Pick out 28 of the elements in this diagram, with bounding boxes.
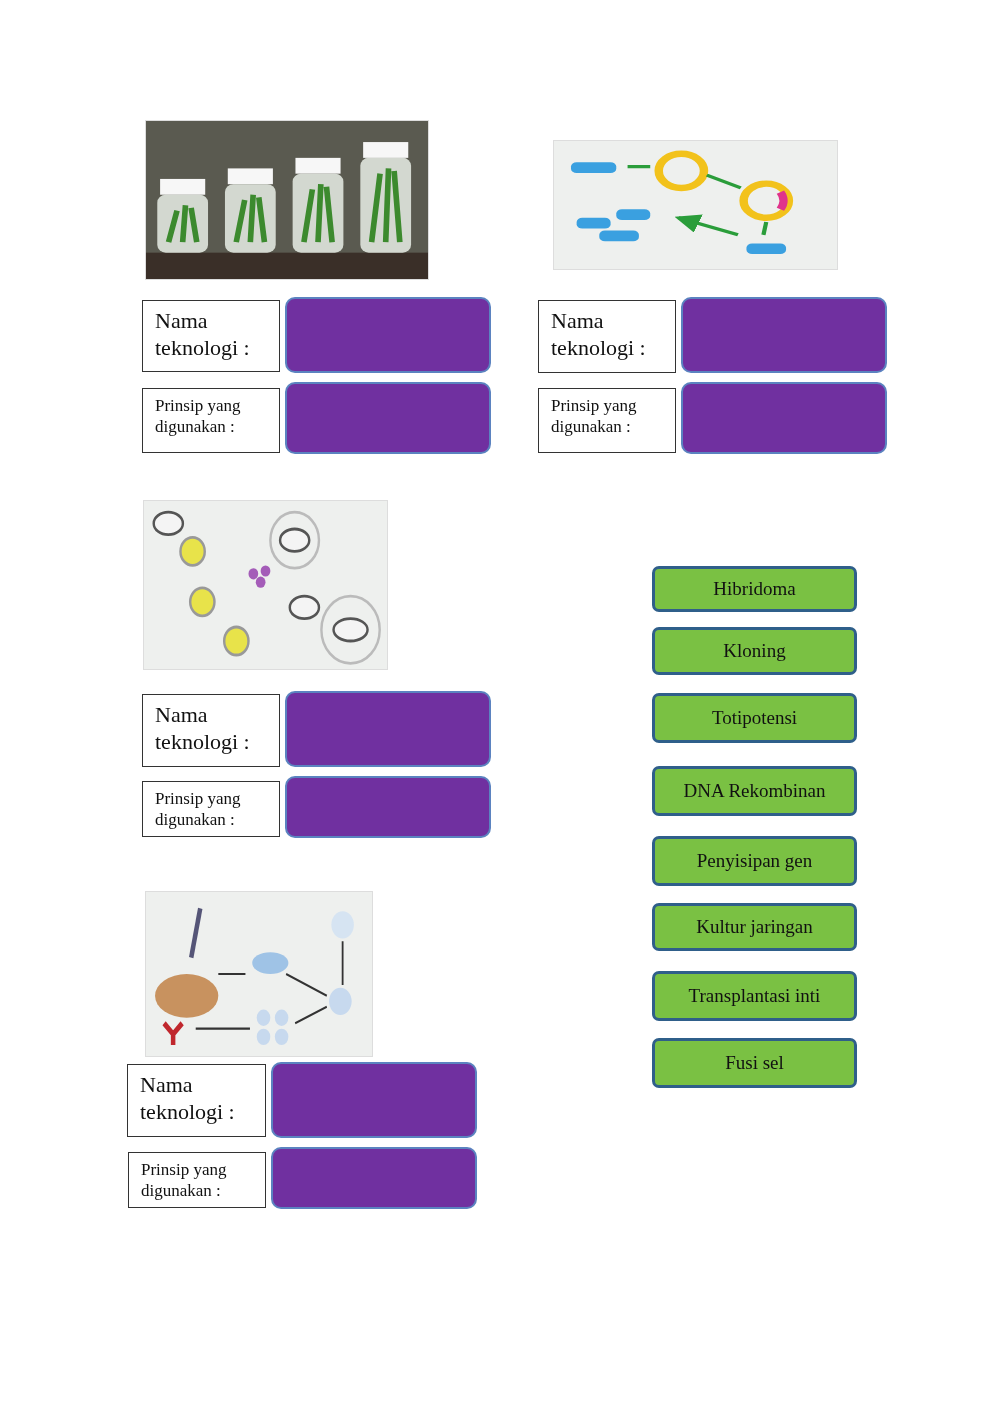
sheep-cloning-drawing [143,500,388,670]
answer-drop-box [285,382,491,454]
plant-jars-drawing [145,120,429,280]
answer-option-card: Fusi sel [652,1038,857,1088]
answer-drop-box [285,691,491,767]
answer-drop-box [681,297,887,373]
answer-drop-box [271,1062,477,1138]
question-label: Nama teknologi : [142,300,280,372]
answer-option-card: Kultur jaringan [652,903,857,951]
mouse-hybridoma-drawing [145,891,373,1057]
answer-option-card: Kloning [652,627,857,675]
plasmid-steps-drawing [553,140,838,270]
question-label: Prinsip yang digunakan : [142,388,280,453]
answer-option-card: DNA Rekombinan [652,766,857,816]
answer-drop-box [271,1147,477,1209]
question-label: Nama teknologi : [127,1064,266,1137]
question-label: Nama teknologi : [142,694,280,767]
question-label: Nama teknologi : [538,300,676,373]
question-label: Prinsip yang digunakan : [128,1152,266,1208]
question-label: Prinsip yang digunakan : [538,388,676,453]
answer-drop-box [285,776,491,838]
answer-drop-box [285,297,491,373]
answer-option-card: Penyisipan gen [652,836,857,886]
answer-option-card: Totipotensi [652,693,857,743]
question-label: Prinsip yang digunakan : [142,781,280,837]
answer-drop-box [681,382,887,454]
answer-option-card: Hibridoma [652,566,857,612]
answer-option-card: Transplantasi inti [652,971,857,1021]
